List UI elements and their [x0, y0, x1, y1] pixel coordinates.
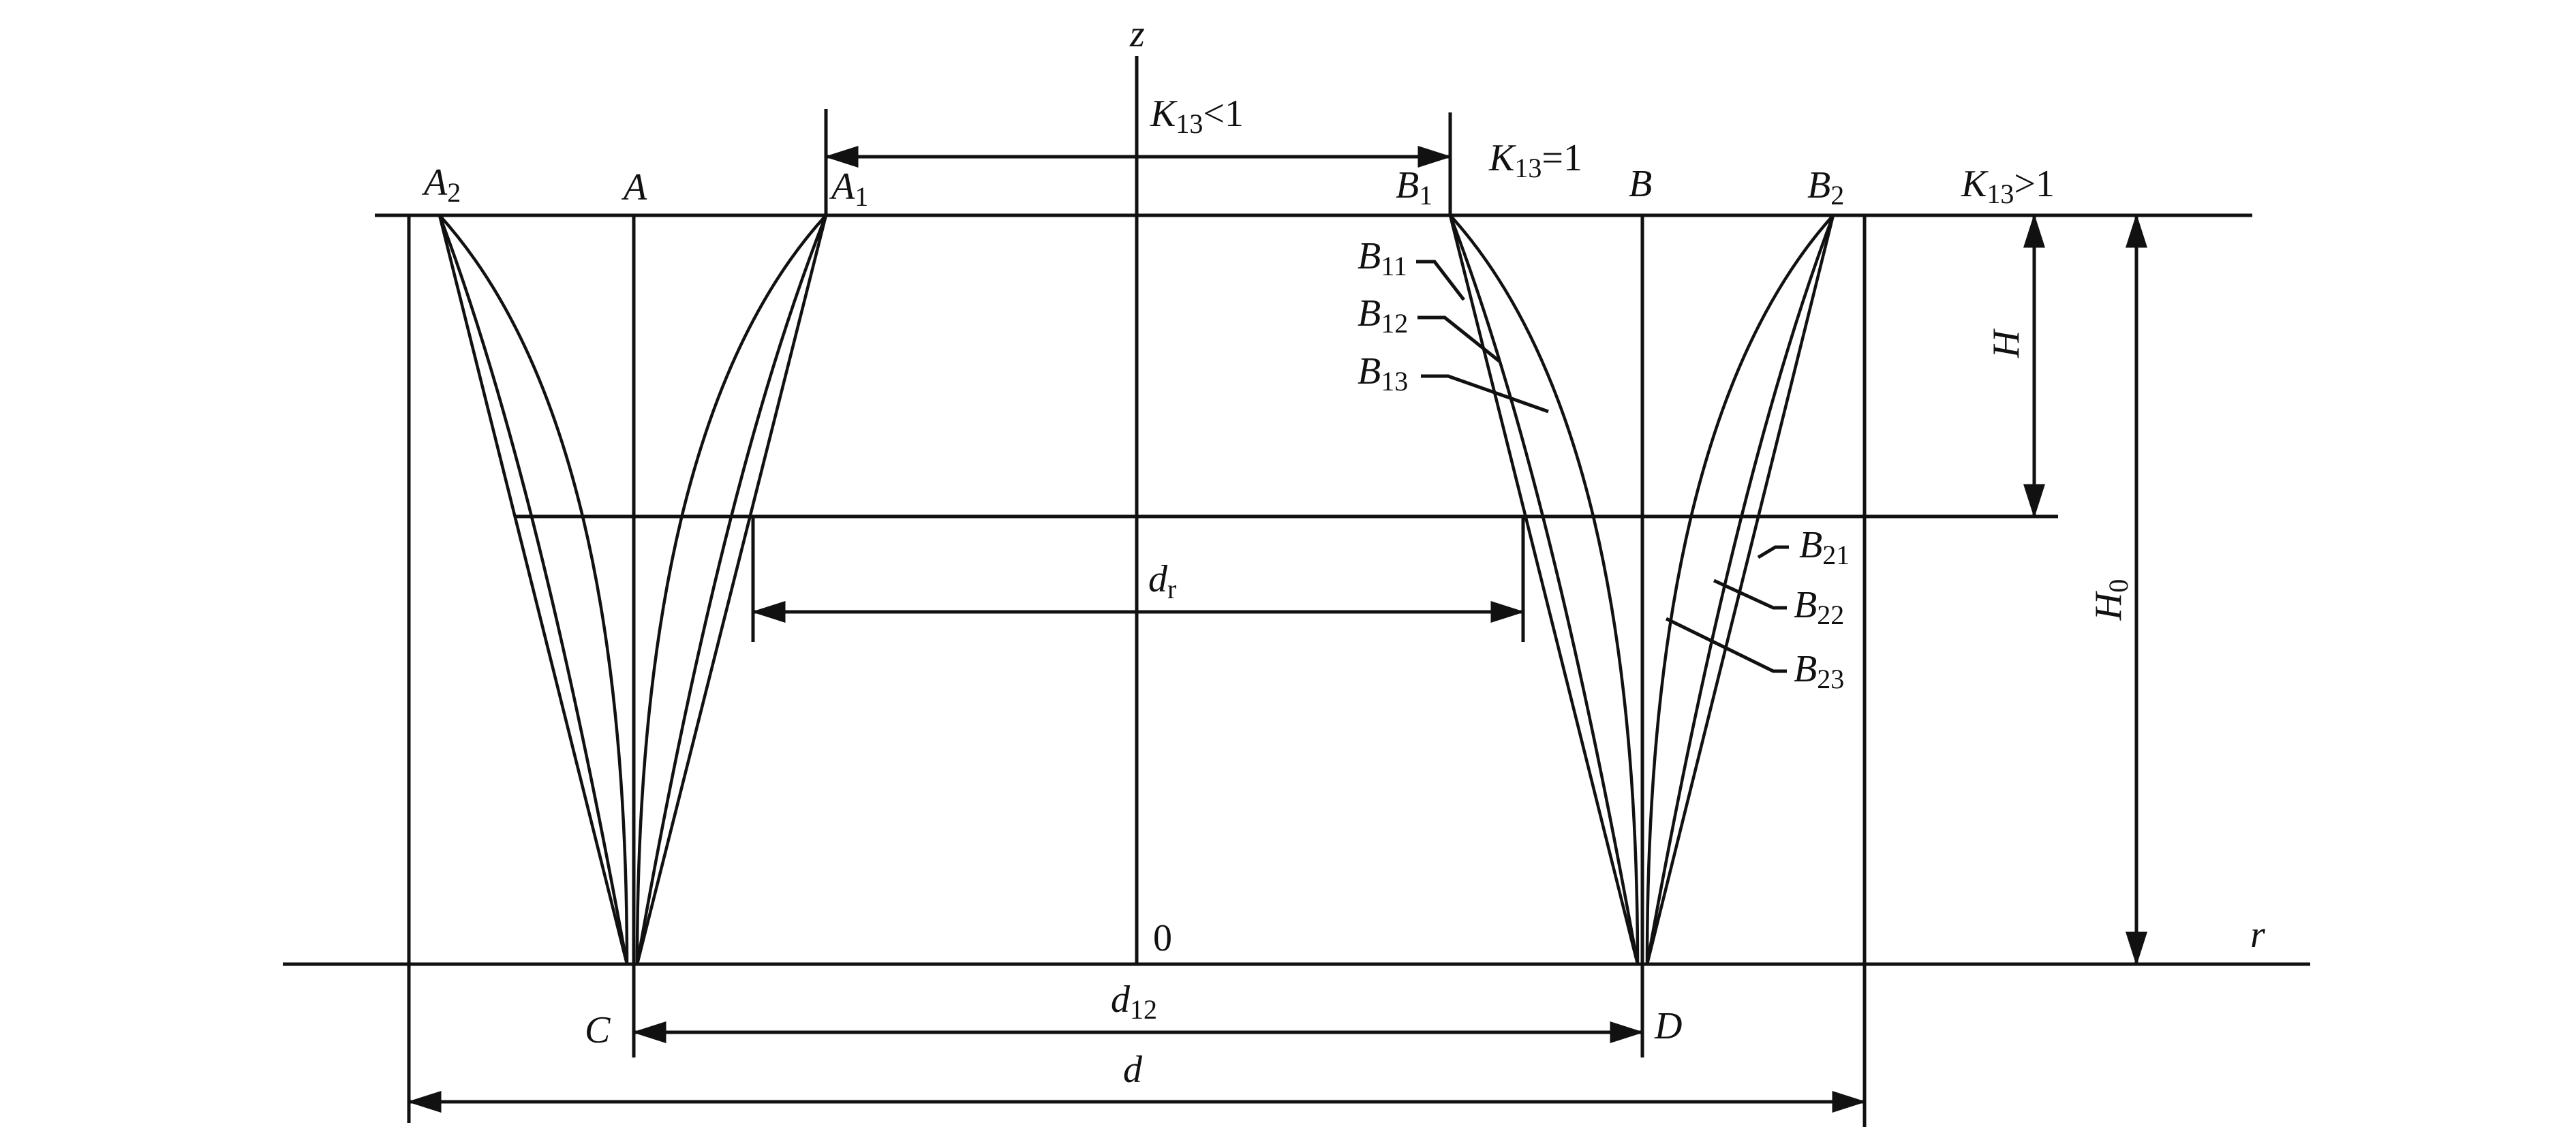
axis-z-label: z: [1129, 13, 1145, 55]
point-d-label: D: [1654, 1005, 1682, 1047]
dim-d-label: d: [1123, 1049, 1143, 1091]
point-c-label: C: [585, 1009, 611, 1051]
curve-b12: [1448, 215, 1640, 965]
curve-b21-label: B21: [1799, 524, 1850, 570]
curve-b11: [1449, 214, 1640, 965]
curve-b12-label: B12: [1358, 292, 1408, 339]
curve-a2c-straight: [438, 215, 629, 965]
curve-b13: [1448, 215, 1640, 965]
curve-b11-label: B11: [1358, 235, 1407, 281]
point-b1-label: B1: [1396, 164, 1432, 211]
dim-h0-label: H0: [2087, 579, 2134, 621]
dim-d12-label: d12: [1111, 978, 1157, 1025]
leader-b11: [1416, 260, 1465, 301]
curve-b23-label: B23: [1794, 648, 1844, 694]
curve-a2c-outer: [438, 214, 629, 965]
curve-a1c-mid: [635, 215, 828, 965]
k13-gt-label: K13>1: [1961, 163, 2055, 209]
leader-b23: [1665, 617, 1787, 673]
k13-eq-label: K13=1: [1488, 137, 1582, 183]
dim-h-label: H: [1985, 328, 2027, 358]
point-a-label: A: [621, 166, 647, 209]
curve-a1c-outer: [635, 214, 827, 965]
k13-lt-label: K13<1: [1150, 93, 1244, 139]
leader-b21: [1757, 545, 1789, 559]
curve-a1c-straight: [635, 215, 828, 965]
curve-a2c-mid: [438, 215, 629, 965]
point-a2-label: A2: [421, 161, 461, 208]
curve-b13-label: B13: [1358, 350, 1408, 397]
point-b2-label: B2: [1807, 164, 1844, 211]
point-b-label: B: [1629, 163, 1652, 205]
leader-b13: [1421, 374, 1549, 414]
curve-b23: [1645, 215, 1835, 965]
curve-b22-label: B22: [1794, 584, 1844, 630]
curve-b21: [1645, 214, 1835, 965]
axis-r-label: r: [2250, 914, 2265, 956]
point-a1-label: A1: [829, 166, 868, 212]
curve-b22: [1645, 215, 1835, 965]
origin-label: 0: [1153, 917, 1172, 959]
leader-b12: [1417, 315, 1501, 362]
dim-dr-label: dr: [1148, 558, 1176, 604]
leader-b22: [1713, 578, 1787, 610]
